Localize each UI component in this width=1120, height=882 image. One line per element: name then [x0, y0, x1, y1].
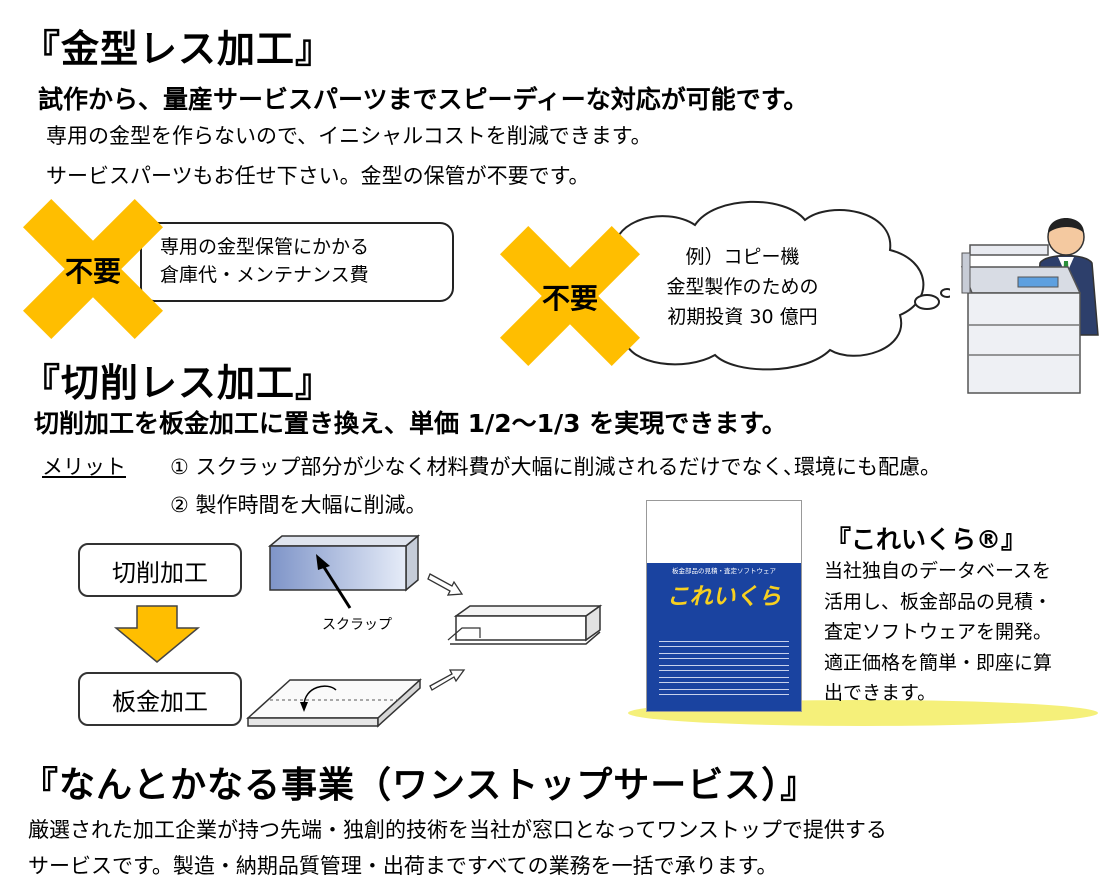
product-book-cover: 板金部品の見積・査定ソフトウェア これいくら [646, 500, 802, 712]
book-text-line [659, 641, 789, 647]
product-description: 当社独自のデータベースを 活用し、板金部品の見積・ 査定ソフトウェアを開発。 適… [824, 556, 1052, 709]
sheet-metal-process-box: 板金加工 [78, 672, 242, 726]
hollow-arrow-icon-1 [427, 573, 464, 596]
section3-title: 『なんとかなる事業（ワンストップサービス）』 [22, 765, 818, 806]
copier-example-text: 例）コピー機 金型製作のための 初期投資 30 億円 [640, 242, 845, 332]
bend-arrow-icon [300, 702, 308, 712]
book-logo: これいくら [666, 584, 782, 610]
metal-block [269, 545, 407, 591]
section3-line-2: サービスです。製造・納期品質管理・出荷まですべての業務を一括で承ります。 [28, 854, 778, 878]
section1-line-2: サービスパーツもお任せ下さい。金型の保管が不要です。 [46, 164, 590, 188]
storage-cost-box: 専用の金型保管にかかる 倉庫代・メンテナンス費 [140, 222, 454, 302]
not-needed-cross-icon-2: 不要 [499, 225, 641, 367]
section3-line-1: 厳選された加工企業が持つ先端・独創的技術を当社が窓口となってワンストップで提供す… [28, 818, 887, 842]
section1-title: 『金型レス加工』 [22, 27, 335, 71]
product-line-4: 適正価格を簡単・即座に算 [824, 651, 1053, 674]
product-line-1: 当社独自のデータベースを [824, 560, 1052, 582]
book-text-line [659, 665, 789, 671]
copier-example-line-3: 初期投資 30 億円 [667, 306, 818, 328]
cutting-process-box: 切削加工 [78, 543, 242, 597]
book-header: 板金部品の見積・査定ソフトウェア [672, 567, 776, 575]
scrap-label: スクラップ [322, 617, 392, 633]
copier-example-line-2: 金型製作のための [666, 276, 819, 298]
merit-1: ① スクラップ部分が少なく材料費が大幅に削減されるだけでなく､環境にも配慮。 [170, 455, 941, 479]
down-arrow-icon [113, 605, 201, 663]
process-diagram [113, 534, 603, 728]
product-line-5: 出できます。 [824, 682, 937, 704]
scrap-arrow-icon [316, 554, 330, 570]
not-needed-label-1: 不要 [64, 255, 121, 288]
book-text-line [659, 689, 789, 695]
hollow-arrow-icon-2 [429, 669, 466, 691]
book-text-line [659, 677, 789, 683]
copier-example-line-1: 例）コピー機 [685, 246, 800, 268]
not-needed-cross-icon: 不要 [22, 198, 164, 340]
product-line-2: 活用し、板金部品の見積・ [824, 590, 1053, 613]
product-title: 『これいくら®』 [826, 525, 1027, 554]
merit-label: メリット [42, 455, 126, 479]
copier-person-illustration [960, 218, 1099, 394]
book-text-line [659, 653, 789, 659]
book-blue-panel [647, 563, 801, 711]
product-line-3: 査定ソフトウェアを開発。 [824, 621, 1053, 643]
merit-2: ② 製作時間を大幅に削減。 [170, 493, 427, 517]
not-needed-label-2: 不要 [541, 282, 598, 315]
storage-cost-line-1: 専用の金型保管にかかる [160, 236, 370, 258]
storage-cost-line-2: 倉庫代・メンテナンス費 [160, 264, 369, 286]
section2-title: 『切削レス加工』 [22, 361, 335, 405]
section1-subtitle: 試作から、量産サービスパーツまでスピーディーな対応が可能です。 [38, 85, 809, 114]
section2-subtitle: 切削加工を板金加工に置き換え、単価 1/2〜1/3 を実現できます。 [34, 409, 787, 438]
section1-line-1: 専用の金型を作らないので、イニシャルコストを削減できます。 [46, 124, 652, 148]
